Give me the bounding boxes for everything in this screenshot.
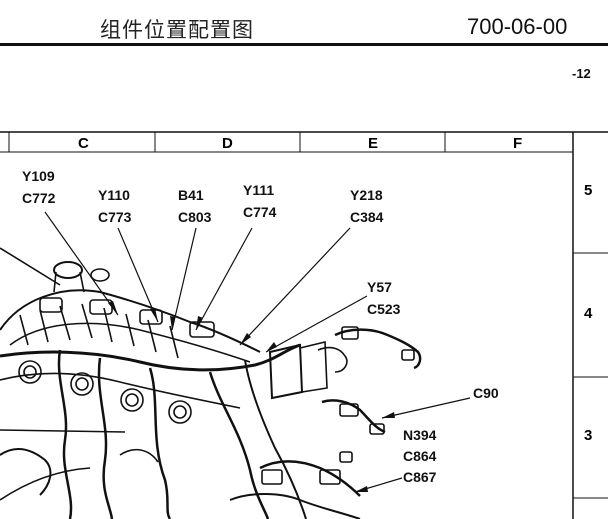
row-label-4: 4	[584, 305, 593, 322]
engine-illustration	[0, 247, 422, 519]
callout-b41-line1: B41	[178, 187, 204, 203]
callout-c90-line1: C90	[473, 385, 499, 401]
row-label-5: 5	[584, 182, 592, 199]
grid-frame	[0, 131, 608, 519]
header-divider	[0, 43, 608, 46]
callout-y109: Y109 C772	[22, 168, 56, 206]
callout-b41: B41 C803	[178, 187, 212, 225]
column-label-d: D	[222, 135, 233, 152]
callout-y57-line1: Y57	[367, 279, 392, 295]
callout-n394-line2: C864	[403, 448, 437, 464]
page-number: -12	[572, 66, 591, 81]
callout-y109-line1: Y109	[22, 168, 55, 184]
callout-y218: Y218 C384	[350, 187, 384, 225]
callout-y111-line2: C774	[243, 204, 277, 220]
callout-n394-line3: C867	[403, 469, 437, 485]
callout-y57: Y57 C523	[367, 279, 401, 317]
callout-b41-line2: C803	[178, 209, 212, 225]
callout-n394: N394 C864 C867	[403, 427, 437, 485]
callout-y57-line2: C523	[367, 301, 401, 317]
callout-y111: Y111 C774	[243, 182, 277, 220]
row-label-3: 3	[584, 427, 592, 444]
callout-c90: C90	[473, 385, 499, 401]
column-label-c: C	[78, 135, 89, 152]
page-title: 组件位置配置图	[100, 18, 254, 42]
callout-y218-line1: Y218	[350, 187, 383, 203]
callout-y218-line2: C384	[350, 209, 384, 225]
document-number: 700-06-00	[467, 14, 568, 39]
callout-y109-line2: C772	[22, 190, 56, 206]
callout-y111-line1: Y111	[243, 182, 274, 198]
callout-y110-line2: C773	[98, 209, 132, 225]
leader-lines	[44, 211, 471, 493]
callout-n394-line1: N394	[403, 427, 437, 443]
leader-arrowheads	[108, 301, 395, 492]
column-label-e: E	[368, 135, 378, 152]
callout-y110-line1: Y110	[98, 187, 130, 203]
callout-y110: Y110 C773	[98, 187, 132, 225]
column-label-f: F	[513, 135, 522, 152]
